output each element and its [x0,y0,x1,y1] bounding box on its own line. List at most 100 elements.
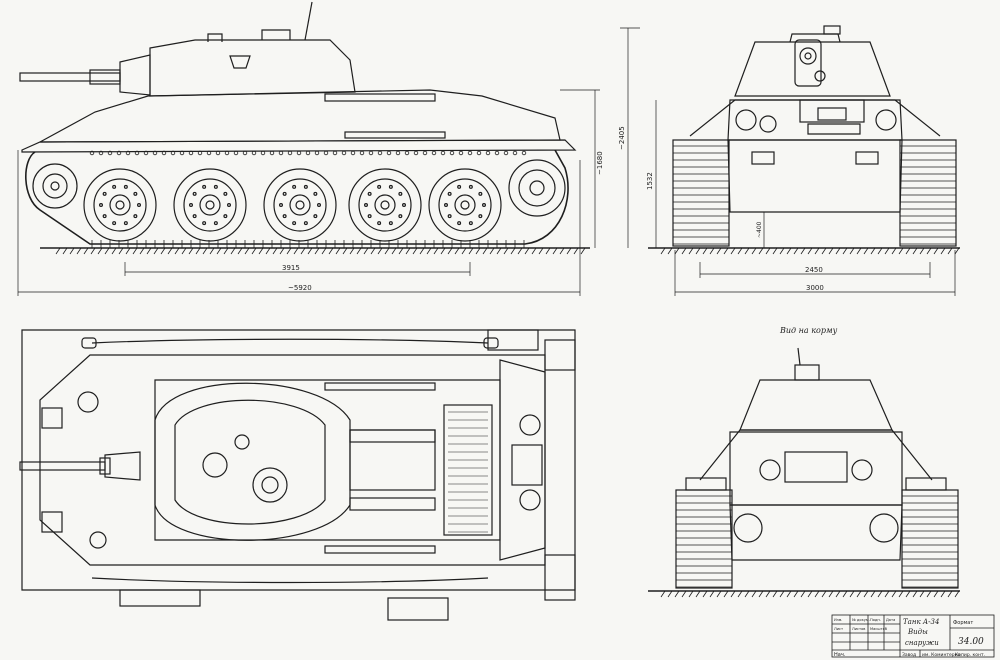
track-tooth [278,150,284,156]
track-tooth [431,150,437,156]
ground-hatch-stroke [842,590,848,598]
side-hull-upper [39,89,561,143]
side-periscope [207,33,223,42]
track-tooth [224,150,230,156]
track-tooth [170,150,176,156]
road-wheel-hub [374,194,396,216]
track-tooth [395,150,401,156]
ground-hatch-stroke [314,247,320,255]
ground-hatch-stroke [954,590,960,598]
ground-hatch-stroke [146,247,152,255]
rear-transmission-hatch [784,451,848,483]
tb-label-3: Дата [886,618,895,622]
road-wheel-bolt [279,203,284,208]
top-rear-fuel-cap-1 [519,414,541,436]
top-rear-plate [499,359,546,561]
track-tooth [422,150,428,156]
road-wheel-bolt [202,184,207,189]
ground-hatch-stroke [76,247,82,255]
ground-hatch-stroke [552,247,558,255]
ground-hatch-stroke [118,247,124,255]
track-tooth [404,150,410,156]
ground-hatch-stroke [800,247,806,255]
side-ground-hatch [55,247,586,255]
road-wheel-bolt [398,214,403,219]
ground-hatch-stroke [482,247,488,255]
ground-hatch-stroke [426,247,432,255]
road-wheel-disc [358,178,412,232]
front-right-tow-hook [855,151,879,165]
road-wheel-bolt [112,221,117,226]
top-front-headlight-2 [89,531,107,549]
side-wheelbase-dim: 3915 [282,264,300,272]
road-wheel-bolt [313,214,318,219]
ground-hatch-stroke [835,247,841,255]
track-tooth [215,150,221,156]
side-road-wheels [83,168,502,242]
side-length-dim: ~5920 [288,284,312,292]
track-tooth [476,150,482,156]
front-coax-port [814,70,826,82]
front-track-treads [673,145,956,245]
ground-hatch-stroke [370,247,376,255]
front-tow-plate [807,123,861,135]
road-wheel-bolt [377,221,382,226]
track-tooth [503,150,509,156]
front-turret [734,41,891,97]
ground-hatch-stroke [751,247,757,255]
ground-hatch-stroke [863,590,869,598]
track-tooth [341,150,347,156]
ground-hatch-stroke [62,247,68,255]
road-wheel-bolt [377,184,382,189]
ground-hatch-stroke [258,247,264,255]
ground-hatch-stroke [475,247,481,255]
track-tooth [242,150,248,156]
road-wheel-bolt [292,184,297,189]
road-wheel-bolt [468,221,473,226]
side-track-run [25,149,569,245]
ground-hatch-stroke [335,247,341,255]
road-wheel-bolt [213,221,218,226]
ground-hatch-stroke [765,590,771,598]
ground-hatch-stroke [440,247,446,255]
top-sight [234,434,250,450]
ground-hatch-stroke [573,247,579,255]
ground-hatch-stroke [90,247,96,255]
ground-hatch-stroke [230,247,236,255]
ground-hatch-stroke [660,590,666,598]
ground-hatch-stroke [321,247,327,255]
ground-hatch-stroke [898,590,904,598]
title-block-frame [831,614,995,658]
road-wheel-bolt [303,184,308,189]
ground-hatch-stroke [786,247,792,255]
track-tooth [179,150,185,156]
ground-hatch-stroke [419,247,425,255]
front-gun-bore [804,52,812,60]
road-wheel-bolt [227,203,232,208]
ground-hatch-stroke [723,590,729,598]
ground-hatch-stroke [947,590,953,598]
top-cable-eye-2 [483,337,499,349]
rear-lower-plate [729,504,903,561]
ground-hatch-stroke [716,590,722,598]
track-tooth [188,150,194,156]
rear-right-fender-box [905,477,947,491]
top-view [19,329,576,621]
road-wheel-bolt [447,214,452,219]
ground-hatch-stroke [828,247,834,255]
road-wheel-bolt [189,203,194,208]
ground-hatch-stroke [111,247,117,255]
top-rear-hatch [511,444,543,486]
track-tooth [359,150,365,156]
ground-hatch-stroke [524,247,530,255]
road-wheel-bolt [223,191,228,196]
top-front-tow-hook-2 [41,511,63,533]
ground-hatch-stroke [510,247,516,255]
road-wheel-bolt [102,191,107,196]
road-wheel-bolt [223,214,228,219]
top-grille-slats [448,411,488,533]
top-louver-upper [324,382,436,391]
front-gun-muzzle [799,47,817,65]
track-tooth [386,150,392,156]
ground-hatch-stroke [181,247,187,255]
